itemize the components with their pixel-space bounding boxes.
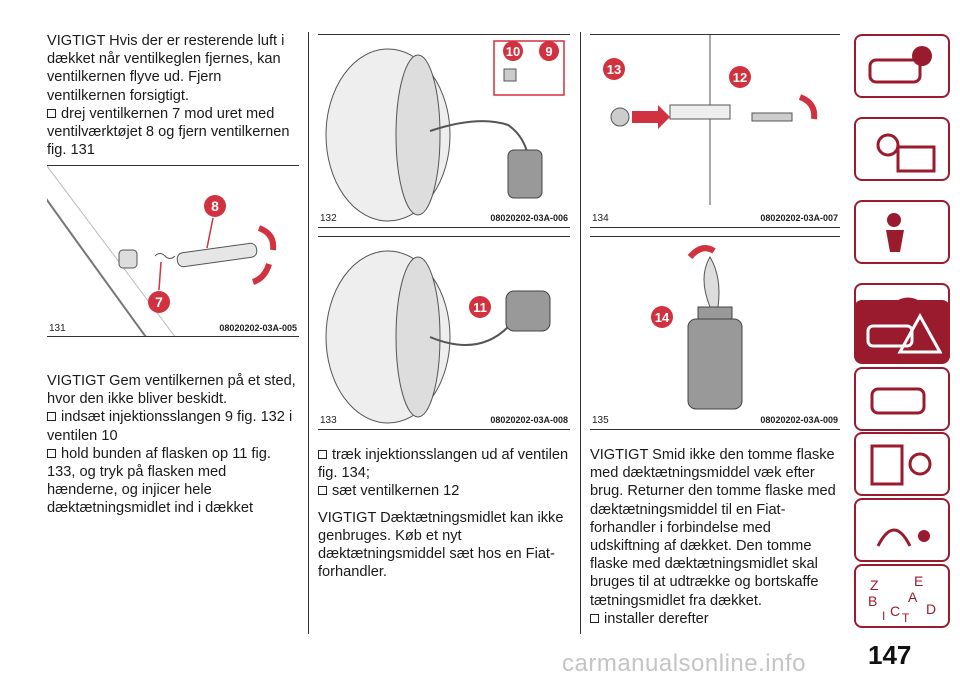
checkbox-bullet-icon <box>318 450 327 459</box>
figure-131: 8 7 131 08020202-03A-005 <box>47 165 299 337</box>
svg-text:T: T <box>902 611 910 622</box>
callout-10 <box>503 41 523 61</box>
svg-text:7: 7 <box>155 294 163 310</box>
figure-133: 11 133 08020202-03A-008 <box>318 236 570 430</box>
col2-bullet1: træk injektionsslangen ud af ventilen fi… <box>318 446 570 482</box>
figure-code: 08020202-03A-007 <box>760 213 838 223</box>
tab-technical-data[interactable] <box>854 432 950 496</box>
maintenance-icon <box>870 387 926 415</box>
col3-bullet1-text: installer derefter <box>604 610 709 627</box>
figure-number: 134 <box>592 213 609 224</box>
svg-text:8: 8 <box>211 198 219 214</box>
column-divider <box>580 32 581 634</box>
col1-bullet2-text: indsæt injektionsslangen 9 fig. 132 i ve… <box>47 409 293 444</box>
page-number: 147 <box>868 640 912 670</box>
checkbox-bullet-icon <box>47 108 56 118</box>
valve-core-install-illustration: 13 12 <box>603 35 818 205</box>
svg-text:11: 11 <box>473 300 487 315</box>
injection-hose-illustration: 10 9 <box>325 40 565 222</box>
col1-text-top: VIGTIGT Hvis der er resterende luft i dæ… <box>47 32 299 159</box>
car-info-icon <box>868 46 932 84</box>
tab-car-info[interactable] <box>854 34 950 98</box>
checkbox-bullet-icon <box>318 486 327 496</box>
technical-data-icon <box>870 444 932 486</box>
figure-132: 10 9 132 08020202-03A-006 <box>318 34 570 228</box>
multimedia-icon <box>876 528 930 547</box>
svg-text:D: D <box>926 601 936 617</box>
callout-9 <box>539 41 559 61</box>
svg-text:B: B <box>868 593 877 609</box>
svg-text:A: A <box>908 589 918 605</box>
column-divider <box>308 32 309 634</box>
callout-7 <box>148 291 170 313</box>
valve-core-illustration: 8 7 <box>47 166 277 336</box>
col2-para1: VIGTIGT Dæktætningsmidlet kan ikke genbr… <box>318 509 564 581</box>
tab-safety[interactable] <box>854 200 950 264</box>
col1-bullet3-text: hold bunden af flasken op 11 fig. 133, o… <box>47 445 271 517</box>
svg-text:13: 13 <box>607 62 621 77</box>
svg-text:14: 14 <box>655 310 670 325</box>
index-icon: Z E A B C D I T <box>868 573 936 622</box>
col1-bullet3: hold bunden af flasken op 11 fig. 133, o… <box>47 445 299 518</box>
col1-bullet1-text: drej ventilkernen 7 mod uret med ventilv… <box>47 105 290 159</box>
col2-bullet1-text: træk injektionsslangen ud af ventilen fi… <box>318 447 569 482</box>
checkbox-bullet-icon <box>47 448 56 458</box>
callout-12 <box>729 66 751 88</box>
figure-code: 08020202-03A-009 <box>760 415 838 425</box>
callout-11 <box>469 296 491 318</box>
svg-text:12: 12 <box>733 70 747 85</box>
warning-lights-icon <box>876 133 936 173</box>
svg-text:10: 10 <box>506 44 520 59</box>
svg-text:I: I <box>882 609 885 622</box>
tab-index[interactable]: Z E A B C D I T <box>854 564 950 628</box>
figure-number: 131 <box>49 323 66 334</box>
bottle-cap-illustration: 14 <box>651 245 743 410</box>
callout-14 <box>651 306 673 328</box>
bottle-squeeze-illustration: 11 <box>325 250 551 424</box>
figure-134: 13 12 134 08020202-03A-007 <box>590 34 840 228</box>
col3-text: VIGTIGT Smid ikke den tomme flaske med d… <box>590 446 840 628</box>
col2-text: træk injektionsslangen ud af ventilen fi… <box>318 446 570 581</box>
figure-code: 08020202-03A-008 <box>490 415 568 425</box>
svg-text:9: 9 <box>545 44 552 59</box>
col1-bullet2: indsæt injektionsslangen 9 fig. 132 i ve… <box>47 408 299 444</box>
figure-code: 08020202-03A-006 <box>490 213 568 223</box>
tab-multimedia[interactable] <box>854 498 950 562</box>
col2-bullet2: sæt ventilkernen 12 <box>318 482 570 500</box>
col3-para1: VIGTIGT Smid ikke den tomme flaske med d… <box>590 447 836 609</box>
safety-icon <box>886 213 904 252</box>
watermark: carmanualsonline.info <box>562 650 806 677</box>
col2-bullet2-text: sæt ventilkernen 12 <box>332 483 460 500</box>
callout-8 <box>204 195 226 217</box>
col1-para1: VIGTIGT Hvis der er resterende luft i dæ… <box>47 33 285 104</box>
figure-135: 14 135 08020202-03A-009 <box>590 236 840 430</box>
col3-bullet1: installer derefter <box>590 610 840 628</box>
figure-number: 135 <box>592 415 609 426</box>
figure-number: 132 <box>320 213 337 224</box>
col1-para2: VIGTIGT Gem ventilkernen på et sted, hvo… <box>47 373 296 408</box>
col1-text-bottom: VIGTIGT Gem ventilkernen på et sted, hvo… <box>47 372 299 518</box>
emergency-icon <box>866 312 942 354</box>
svg-text:Z: Z <box>870 577 879 593</box>
svg-text:E: E <box>914 573 923 589</box>
tab-maintenance[interactable] <box>854 367 950 431</box>
figure-number: 133 <box>320 415 337 426</box>
callout-13 <box>603 58 625 80</box>
tab-emergency-active[interactable] <box>854 300 950 364</box>
svg-text:C: C <box>890 603 900 619</box>
checkbox-bullet-icon <box>47 412 56 422</box>
figure-code: 08020202-03A-005 <box>219 323 297 333</box>
col1-bullet1: drej ventilkernen 7 mod uret med ventilv… <box>47 105 299 160</box>
checkbox-bullet-icon <box>590 613 599 623</box>
tab-warning-lights[interactable] <box>854 117 950 181</box>
